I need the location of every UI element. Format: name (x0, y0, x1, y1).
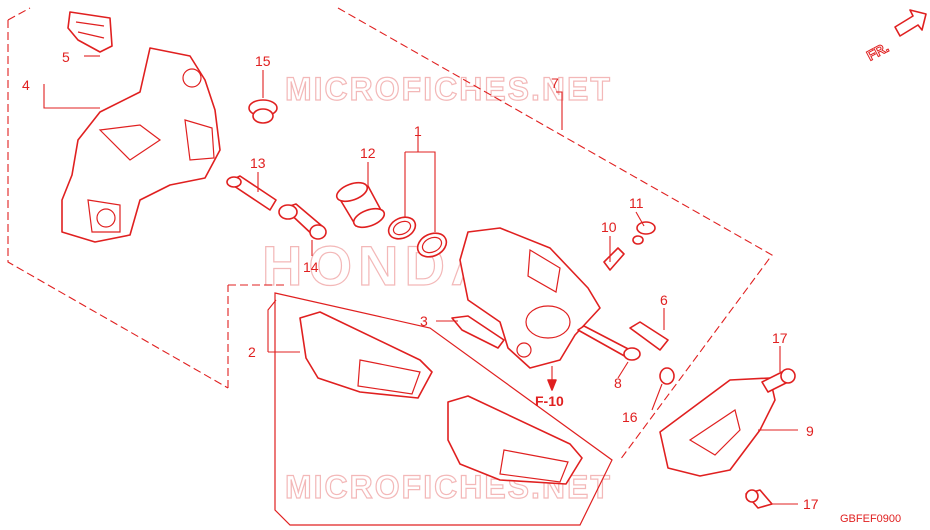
bleeder-cap-part (248, 99, 278, 124)
front-direction-label: FR. (864, 39, 891, 64)
piston-part (335, 181, 386, 229)
pad-set-outline (274, 292, 613, 526)
front-arrow-icon (894, 9, 927, 37)
callout-2: 2 (248, 344, 256, 360)
callout-1: 1 (414, 123, 422, 139)
callout-10: 10 (601, 219, 617, 235)
callout-8: 8 (614, 375, 622, 391)
bleeder-valve-part (603, 221, 656, 271)
brake-pad-part (299, 311, 583, 485)
figure-reference: F-10 (535, 379, 564, 409)
caliper-pin-part (278, 203, 327, 240)
caliper-bracket-part (61, 47, 221, 243)
callout-3: 3 (420, 313, 428, 329)
plug-part (659, 367, 675, 385)
pad-pin-part (577, 325, 641, 361)
callout-leaders (43, 55, 798, 505)
callout-5: 5 (62, 49, 70, 65)
pin-bolt-part (226, 175, 277, 211)
callout-16: 16 (622, 409, 638, 425)
caliper-body-part (459, 227, 601, 369)
callout-17a: 17 (772, 330, 788, 346)
pad-spring-part (67, 11, 113, 53)
watermark-middle: HONDA (262, 234, 497, 297)
callout-15: 15 (255, 53, 271, 69)
callout-13: 13 (250, 155, 266, 171)
watermark-top: MICROFICHES.NET (285, 71, 612, 107)
callout-12: 12 (360, 145, 376, 161)
retaining-pin-part (629, 321, 669, 351)
diagram-code: GBFEF0900 (840, 513, 901, 525)
figure-reference-label: F-10 (535, 393, 564, 409)
piston-seal-part (387, 216, 448, 258)
callout-14: 14 (303, 259, 319, 275)
callout-9: 9 (806, 423, 814, 439)
callout-labels: 1 2 3 4 5 6 7 8 9 10 11 12 13 14 15 16 1… (22, 49, 819, 512)
front-direction-indicator: FR. (863, 9, 927, 64)
callout-4: 4 (22, 77, 30, 93)
callout-11: 11 (629, 195, 644, 211)
pad-retainer-part (451, 315, 505, 349)
callout-17b: 17 (803, 496, 819, 512)
callout-6: 6 (660, 292, 668, 308)
callout-7: 7 (551, 75, 559, 91)
caliper-cover-part (659, 377, 776, 477)
reference-arrow-icon (547, 379, 557, 391)
caliper-assembly-outline (7, 7, 773, 461)
